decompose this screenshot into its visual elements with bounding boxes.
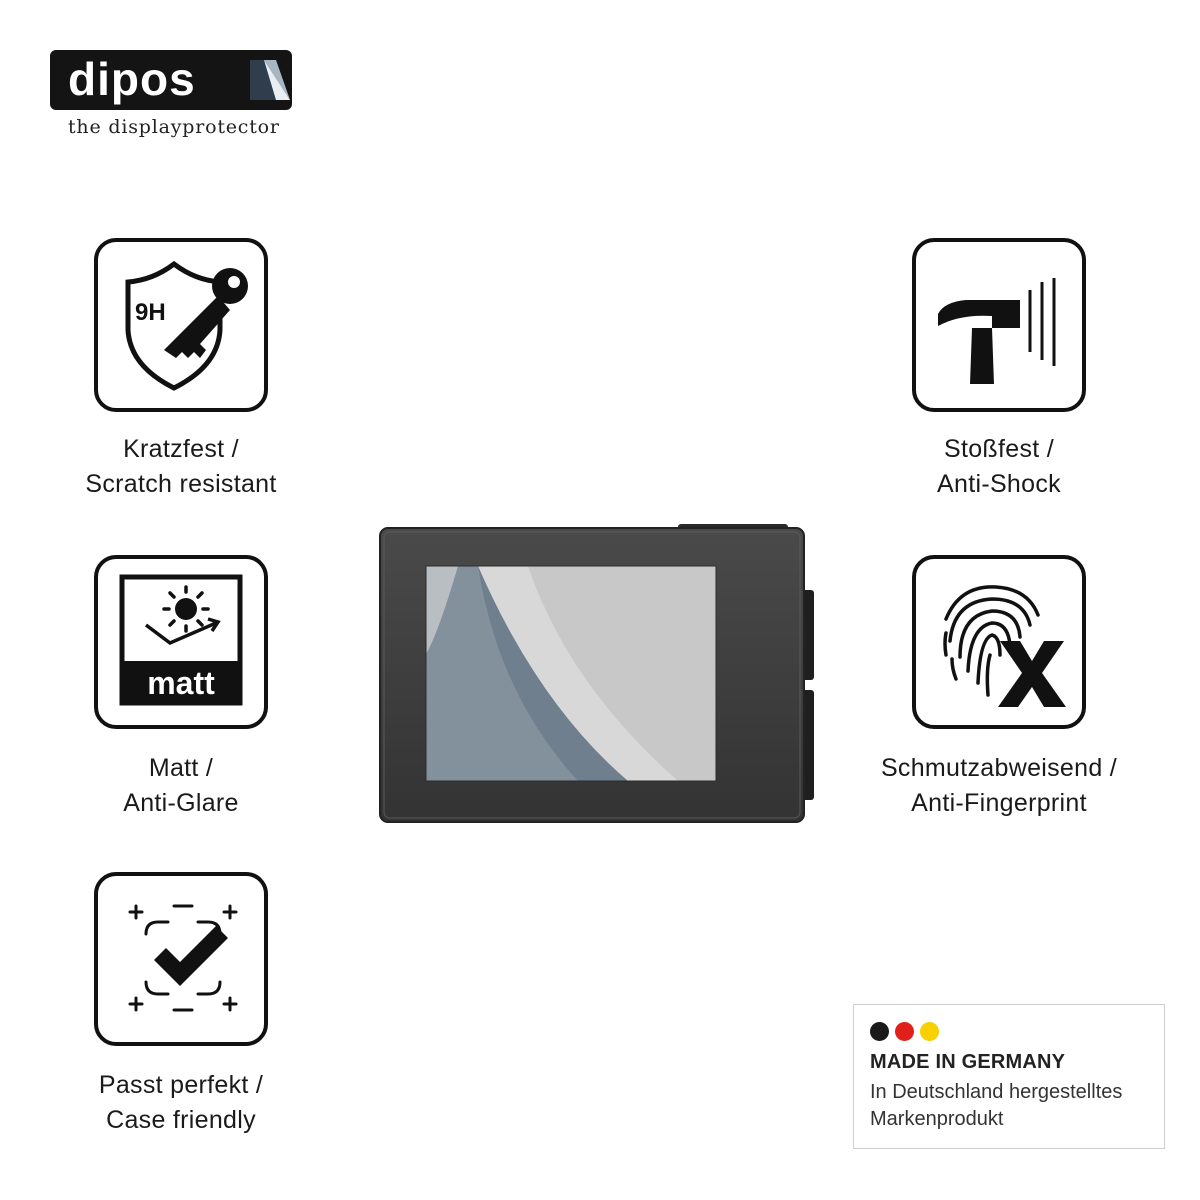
made-in-germany-badge: MADE IN GERMANY In Deutschland hergestel…: [853, 1004, 1165, 1149]
brand-logo: dipos the displayprotector: [50, 50, 310, 150]
logo-tagline: the displayprotector: [68, 116, 280, 138]
feature-fit-label: Passt perfekt / Case friendly: [98, 1071, 264, 1134]
feature-shock-icon-frame: [912, 238, 1086, 412]
feature-fingerprint-icon-frame: [912, 555, 1086, 729]
matt-text: matt: [147, 665, 215, 701]
feature-matt-icon-frame: matt: [94, 555, 268, 729]
checkmark-frame-icon: [128, 904, 238, 1012]
feature-scratch-label: Kratzfest / Scratch resistant: [85, 435, 277, 498]
feature-matt-label: Matt / Anti-Glare: [123, 754, 239, 817]
peel-corner-icon: [250, 60, 290, 100]
badge-line-1: In Deutschland hergestelltes: [870, 1081, 1123, 1103]
flag-dot-gold: [920, 1022, 939, 1041]
camera-screen: [426, 566, 716, 781]
feature-shock-label: Stoßfest / Anti-Shock: [937, 435, 1061, 498]
hammer-icon: [938, 278, 1056, 384]
badge-line-2: Markenprodukt: [870, 1108, 1004, 1130]
feature-scratch-icon-frame: 9H: [94, 238, 268, 412]
shield-key-9h-icon: 9H: [125, 260, 248, 391]
logo-wordmark: dipos: [68, 53, 196, 105]
shield-text: 9H: [135, 299, 166, 326]
flag-dot-black: [870, 1022, 889, 1041]
sun-matt-icon: matt: [119, 574, 243, 706]
feature-fit-icon-frame: [94, 872, 268, 1046]
logo-box: dipos: [50, 50, 292, 110]
feature-fingerprint-label: Schmutzabweisend / Anti-Fingerprint: [880, 754, 1118, 817]
flag-dot-red: [895, 1022, 914, 1041]
badge-title: MADE IN GERMANY: [870, 1051, 1066, 1073]
camera-product-image: [379, 524, 814, 823]
fingerprint-x-icon: [943, 585, 1066, 707]
